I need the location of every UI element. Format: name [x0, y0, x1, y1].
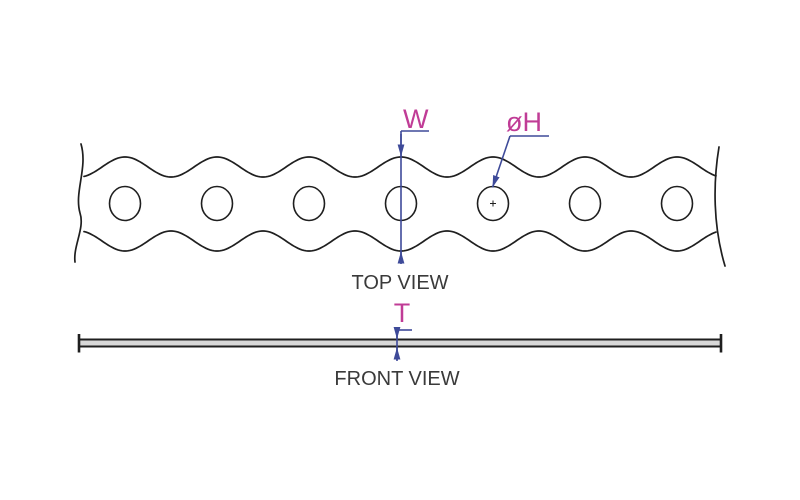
front-strip-fill — [78, 340, 722, 346]
top-view-caption: TOP VIEW — [351, 272, 448, 294]
hole-group — [108, 185, 694, 222]
break-line-left — [73, 143, 84, 263]
strap-hole — [292, 185, 326, 222]
width-dimension: W — [397, 104, 429, 264]
strap-hole — [108, 185, 142, 222]
thickness-dimension: T — [393, 298, 412, 361]
strap-hole — [200, 185, 234, 222]
strap-hole — [568, 185, 602, 222]
hole-diameter-label: øH — [506, 107, 542, 137]
thickness-label: T — [394, 298, 411, 328]
front-view: T FRONT VIEW — [77, 298, 723, 390]
strap-top-edge — [83, 156, 717, 178]
hole-diameter-leader: øH — [491, 107, 549, 188]
front-view-caption: FRONT VIEW — [334, 368, 459, 390]
hole-dim-arrow — [491, 135, 511, 188]
top-view: W øH TOP VIEW — [73, 104, 726, 294]
hole-center-mark — [490, 200, 496, 207]
strap-hole — [660, 185, 694, 222]
width-label: W — [403, 104, 429, 134]
strap-bottom-edge — [83, 230, 717, 252]
break-line-right — [714, 146, 726, 267]
